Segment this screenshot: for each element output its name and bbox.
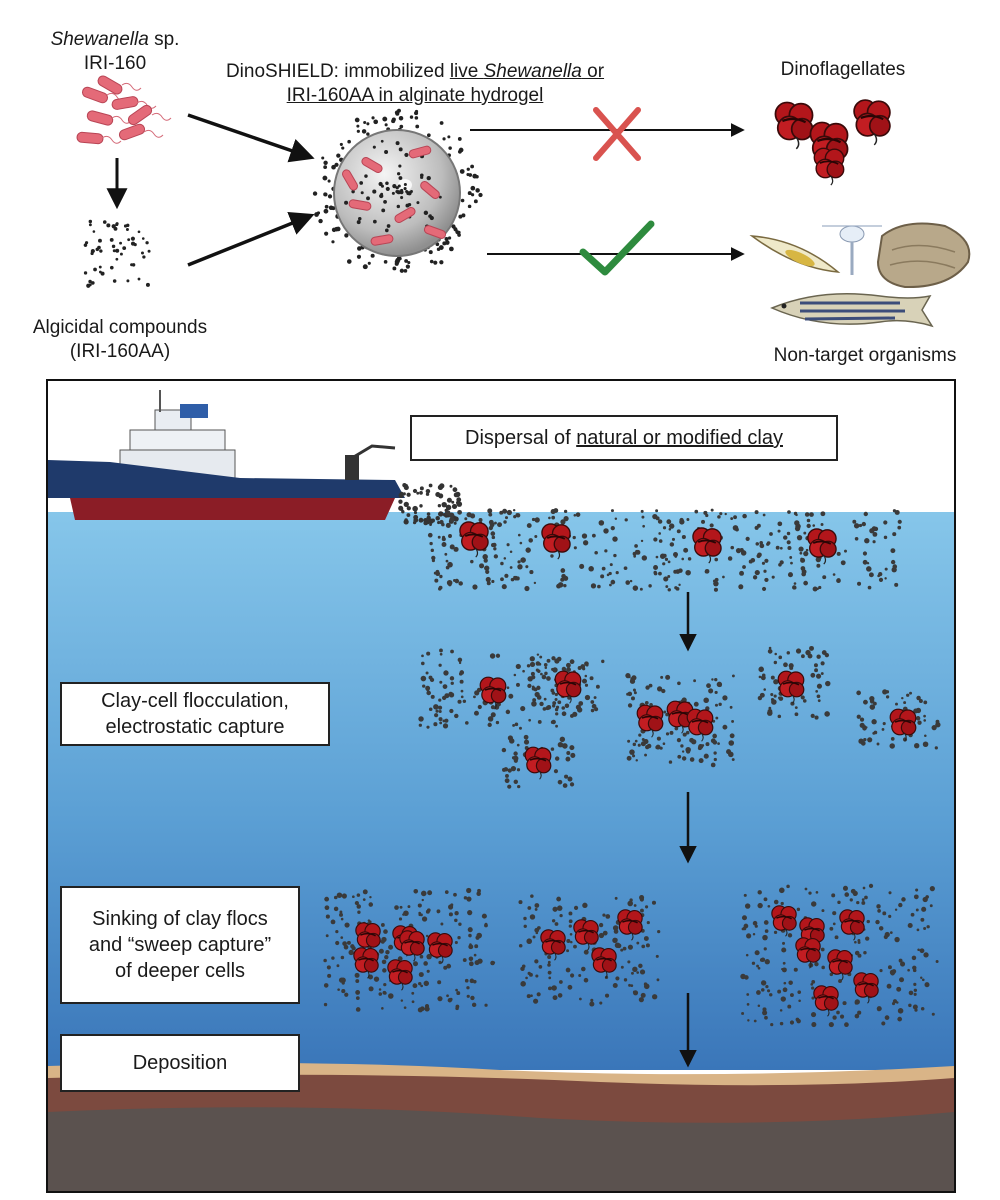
diatom-icon	[749, 235, 841, 273]
copepod-icon	[822, 225, 882, 275]
shewanella-strain: IRI-160	[83, 53, 147, 74]
dispersal-prefix: Dispersal of	[465, 427, 577, 449]
flocculation-line2: electrostatic capture	[105, 716, 285, 738]
dinoflagellate-icon	[774, 98, 892, 186]
dinoshield-prefix: DinoSHIELD: immobilized	[225, 61, 450, 82]
dispersal-underlined: natural or modified clay	[576, 427, 783, 449]
dinoshield-live: live	[449, 61, 484, 82]
source-label: Shewanella sp. IRI-160	[40, 28, 190, 76]
flocculation-line1: Clay-cell flocculation,	[101, 690, 289, 712]
oyster-icon	[876, 222, 971, 289]
arrow-bacteria-to-bead	[187, 113, 315, 163]
deposition-text: Deposition	[132, 1052, 228, 1074]
compounds-label: Algicidal compounds (IRI-160AA)	[10, 316, 230, 364]
flocculation-box: Clay-cell flocculation, electrostatic ca…	[60, 682, 330, 746]
sinking-line1: Sinking of clay flocs	[92, 908, 268, 930]
ship-icon	[48, 390, 405, 520]
dinoshield-shewanella: Shewanella	[483, 61, 582, 82]
shewanella-suffix: sp.	[148, 29, 180, 50]
bacteria-icon	[76, 75, 172, 145]
arrow-compounds-to-bead	[187, 211, 315, 267]
dinoshield-label: DinoSHIELD: immobilized live Shewanella …	[195, 60, 635, 108]
algicidal-compounds-icon	[83, 219, 151, 288]
dinoshield-line2: IRI-160AA in alginate hydrogel	[286, 85, 544, 106]
compounds-line1: Algicidal compounds	[32, 317, 208, 338]
sinking-line2: and “sweep capture”	[88, 934, 272, 956]
dinoflagellates-label: Dinoflagellates	[780, 59, 906, 80]
compounds-line2: (IRI-160AA)	[69, 341, 171, 362]
clay-particles	[323, 482, 941, 1028]
check-icon	[579, 220, 655, 276]
fish-icon	[770, 292, 934, 328]
dispersal-box: Dispersal of natural or modified clay	[410, 415, 838, 461]
deposition-box: Deposition	[60, 1034, 300, 1092]
hydrogel-bead-icon	[312, 108, 483, 273]
dinoshield-or: or	[581, 61, 605, 82]
sinking-line3: of deeper cells	[114, 960, 246, 982]
nontarget-label: Non-target organisms	[773, 345, 957, 366]
shewanella-organism: Shewanella	[50, 29, 149, 50]
sinking-box: Sinking of clay flocs and “sweep capture…	[60, 886, 300, 1004]
cross-icon	[593, 107, 641, 161]
